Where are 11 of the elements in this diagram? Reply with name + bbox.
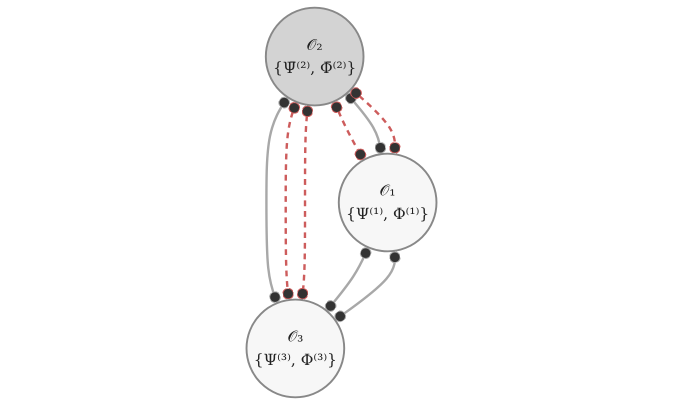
node-circle: 𝒪₃ {Ψ⁽³⁾, Φ⁽³⁾} <box>246 298 346 398</box>
connector <box>324 246 372 312</box>
connector <box>282 102 300 300</box>
connector <box>296 104 314 300</box>
connector <box>330 100 366 161</box>
connector <box>350 87 401 154</box>
node-circle: 𝒪₂ {Ψ̄⁽²⁾, Φ̄⁽²⁾} <box>264 6 364 106</box>
connector <box>265 96 290 304</box>
connector <box>345 92 386 154</box>
connector <box>334 250 401 322</box>
node-circle: 𝒪₁ {Ψ⁽¹⁾, Φ⁽¹⁾} <box>338 152 438 252</box>
